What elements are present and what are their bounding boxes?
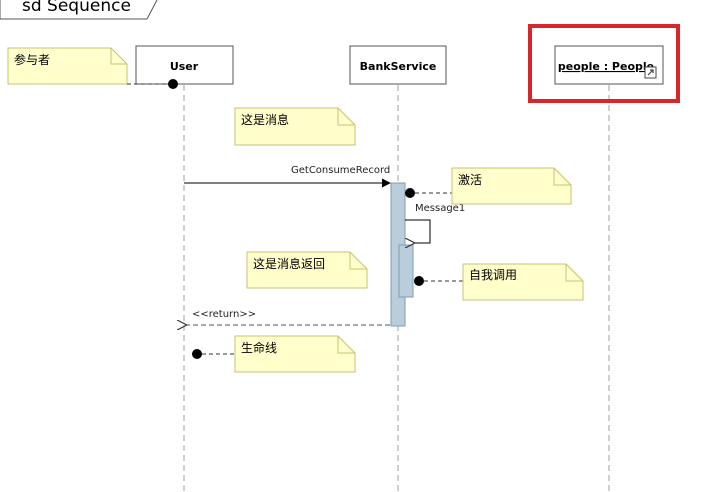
anchor-dot-lifeline <box>192 349 202 359</box>
frame-tab: sd Sequence <box>0 0 158 20</box>
lifeline-label-people: people : People <box>558 60 654 73</box>
message-label-return: <<return>> <box>192 309 256 320</box>
self-activation-bar[interactable] <box>398 244 414 298</box>
note-participant[interactable]: 参与者 <box>7 47 128 85</box>
note-message[interactable]: 这是消息 <box>234 107 356 146</box>
message-label-getconsumerecord: GetConsumeRecord <box>291 165 390 176</box>
lifeline-head-bank[interactable]: BankService <box>349 45 447 85</box>
note-text-selfcall: 自我调用 <box>469 268 517 282</box>
note-text-lifeline: 生命线 <box>241 340 277 355</box>
note-return[interactable]: 这是消息返回 <box>246 251 368 289</box>
lifeline-head-user[interactable]: User <box>135 45 234 85</box>
note-lifeline[interactable]: 生命线 <box>234 335 356 373</box>
anchor-dot-selfcall <box>414 276 424 286</box>
message-message1[interactable]: Message1 <box>405 203 465 243</box>
highlight-box <box>528 24 680 103</box>
link-icon[interactable] <box>644 66 657 79</box>
anchor-dot-activation <box>405 188 415 198</box>
message-getconsumerecord[interactable]: GetConsumeRecord <box>184 165 391 188</box>
lifeline-label-bank: BankService <box>360 60 437 73</box>
lifeline-label-user: User <box>170 60 199 73</box>
note-text-activation: 激活 <box>458 173 482 187</box>
frame-title: sd Sequence <box>22 0 131 16</box>
message-label-message1: Message1 <box>415 203 465 214</box>
note-text-return: 这是消息返回 <box>253 256 325 271</box>
lifeline-head-people[interactable]: people : People <box>554 45 664 85</box>
note-activation[interactable]: 激活 <box>451 167 572 205</box>
note-text-participant: 参与者 <box>14 52 50 67</box>
note-self-call[interactable]: 自我调用 <box>462 263 584 301</box>
message-return[interactable]: <<return>> <box>186 309 390 325</box>
note-text-message: 这是消息 <box>241 112 289 127</box>
anchor-dot-participant <box>168 79 178 89</box>
